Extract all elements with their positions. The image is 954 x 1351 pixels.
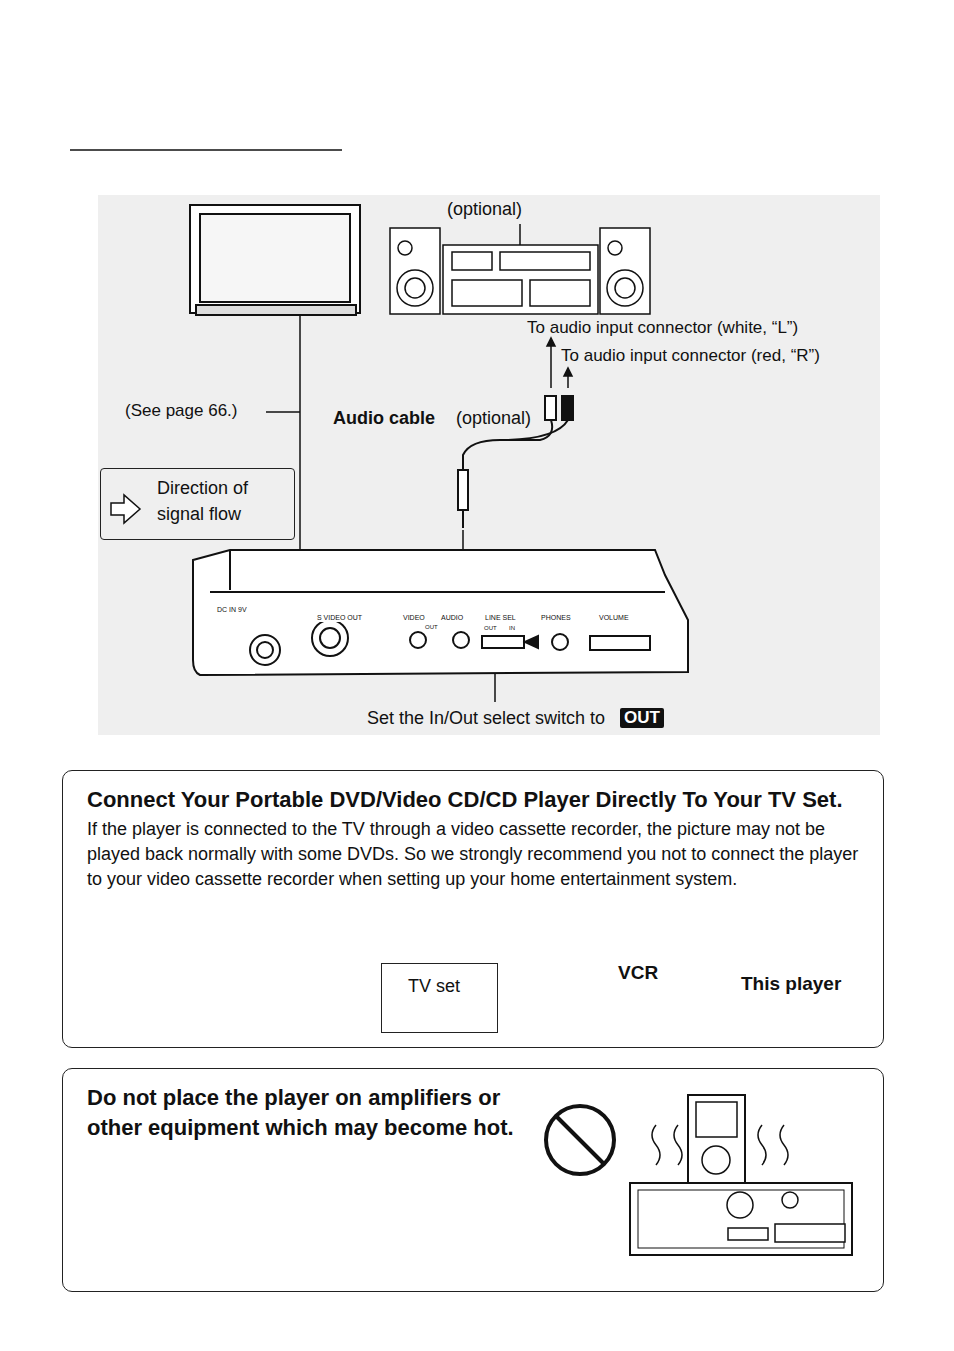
node-heading: Connect Your Portable DVD/Video CD/CD Pl… [87, 785, 859, 815]
page-reference: (See page 66.) [125, 401, 237, 421]
optional-note: (optional) [456, 408, 531, 430]
jack-label: PHONES [540, 614, 572, 622]
node-body: If the player is connected to the TV thr… [87, 817, 859, 892]
instruction: Set the In/Out select switch to [367, 708, 605, 730]
connector-label: To audio input connector (white, “L”) [527, 318, 798, 338]
tv-set-box: TV set [381, 963, 498, 1033]
portable-player [193, 550, 688, 675]
jack-label: OUT [424, 624, 439, 631]
warning-box: Do not place the player on amplifiers or… [62, 1068, 884, 1292]
device-label: VCR [618, 962, 658, 985]
device-label: This player [741, 973, 841, 996]
legend-text: Direction of signal flow [157, 475, 285, 527]
heading-rule [70, 149, 342, 151]
notice-box: Connect Your Portable DVD/Video CD/CD Pl… [62, 770, 884, 1048]
switch-label: OUT [483, 625, 498, 632]
jack-label: DC IN 9V [216, 606, 248, 614]
cable-name: Audio cable [333, 408, 435, 430]
stereo-system [390, 224, 650, 314]
switch-position-badge: OUT [620, 708, 664, 728]
photo-ground [98, 195, 880, 735]
optional-note: (optional) [447, 199, 522, 221]
flow-arrow-symbol [111, 495, 140, 523]
switch-label: LINE SEL [484, 614, 517, 622]
connector-label: To audio input connector (red, “R”) [561, 346, 820, 366]
jack-label: AUDIO [440, 614, 464, 622]
node-heading: Do not place the player on amplifiers or… [87, 1083, 537, 1143]
jack-label: VIDEO [402, 614, 426, 622]
control-label: VOLUME [598, 614, 630, 622]
tv-set [190, 205, 360, 315]
legend-box: Direction of signal flow [100, 468, 295, 540]
switch-label: IN [508, 625, 516, 632]
hot-amplifier-warning [546, 1095, 852, 1255]
jack-label: S VIDEO OUT [316, 614, 363, 622]
node-heading: TV set [408, 976, 487, 997]
